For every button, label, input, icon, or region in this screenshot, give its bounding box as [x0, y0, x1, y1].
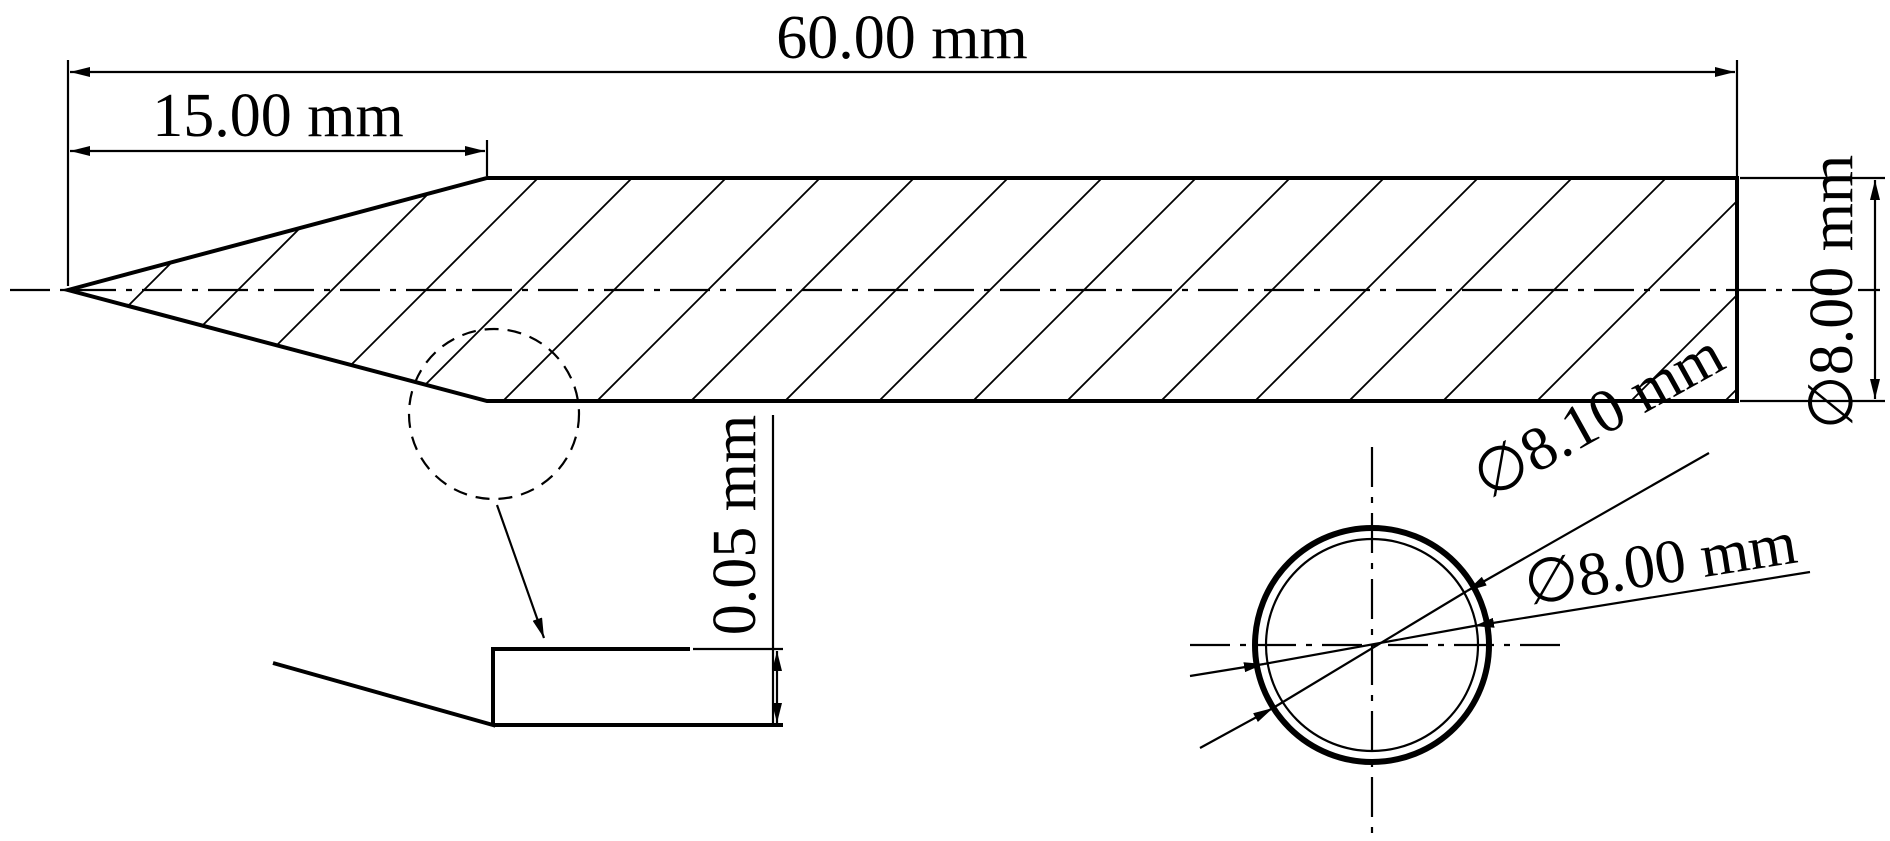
hatch-line	[1348, 178, 1573, 401]
detail-callout	[407, 327, 581, 639]
hatch-line	[1630, 178, 1737, 401]
detail-step-outline	[272, 647, 690, 728]
inner-diameter-label: ∅8.00 mm	[1520, 509, 1802, 619]
tube-cross-section: ∅8.10 mm ∅8.00 mm	[1189, 320, 1811, 841]
dimension-taper-length: 15.00 mm	[70, 82, 489, 176]
inner-circle	[1264, 537, 1480, 753]
hatch-line	[408, 178, 633, 401]
step-height-label: 0.05 mm	[701, 415, 769, 635]
detail-leader	[495, 504, 546, 639]
total-length-label: 60.00 mm	[776, 4, 1027, 72]
diameter-label: ∅8.00 mm	[1798, 155, 1866, 429]
outer-circle	[1252, 525, 1492, 765]
outer-diameter-label: ∅8.10 mm	[1462, 320, 1735, 513]
dimension-total-length: 60.00 mm	[66, 4, 1739, 286]
hatch-line	[878, 178, 1103, 401]
detail-circle	[407, 327, 581, 501]
hatch-line	[1066, 178, 1291, 401]
detail-enlarged-view: 0.05 mm	[272, 415, 783, 728]
taper-length-label: 15.00 mm	[152, 82, 403, 150]
dimension-diameter: ∅8.00 mm	[1740, 155, 1885, 429]
